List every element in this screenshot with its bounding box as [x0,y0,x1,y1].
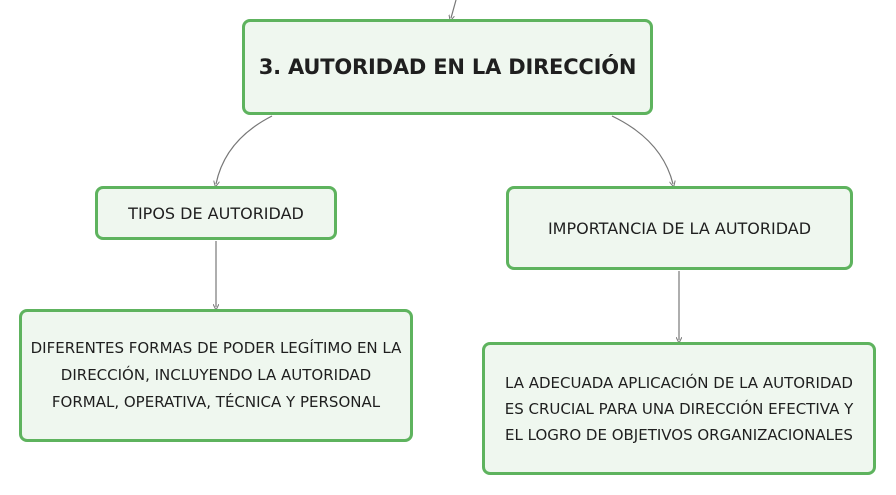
adecuada-aplicacion-label: LA ADECUADA APLICACIÓN DE LA AUTORIDAD E… [504,373,854,444]
formas-de-poder-node[interactable]: DIFERENTES FORMAS DE PODER LEGÍTIMO EN L… [19,309,413,442]
importancia-de-la-autoridad-node[interactable]: IMPORTANCIA DE LA AUTORIDAD [506,186,853,270]
connector-parent-to-main [451,0,457,18]
connector-main-to-tipos [216,115,273,184]
tipos-de-autoridad-label: TIPOS DE AUTORIDAD [128,203,304,223]
main-topic-node[interactable]: 3. AUTORIDAD EN LA DIRECCIÓN [242,19,653,115]
importancia-de-la-autoridad-label: IMPORTANCIA DE LA AUTORIDAD [547,218,812,238]
tipos-de-autoridad-node[interactable]: TIPOS DE AUTORIDAD [95,186,337,240]
connector-main-to-importancia [611,115,673,184]
main-topic-label: 3. AUTORIDAD EN LA DIRECCIÓN [258,55,637,79]
adecuada-aplicacion-node[interactable]: LA ADECUADA APLICACIÓN DE LA AUTORIDAD E… [482,342,876,475]
formas-de-poder-label: DIFERENTES FORMAS DE PODER LEGÍTIMO EN L… [30,339,402,411]
